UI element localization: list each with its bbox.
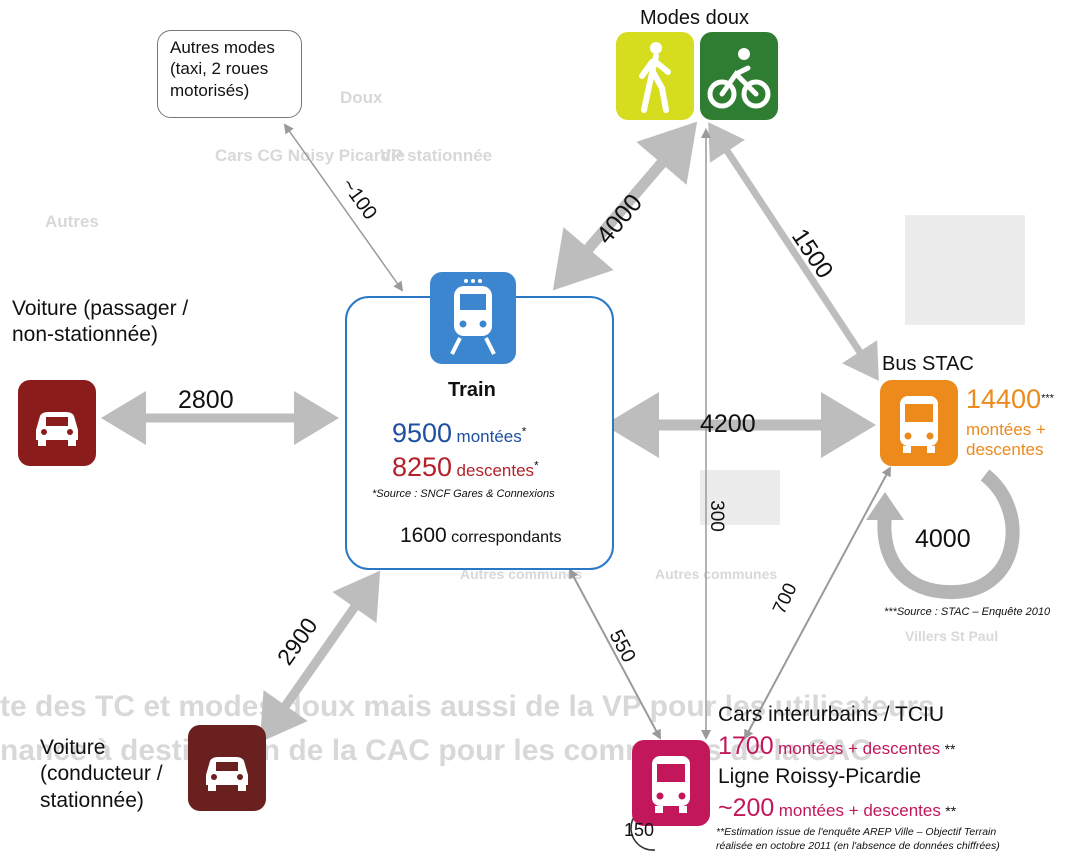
voiture-conducteur-label: Voiture (conducteur / stationnée) xyxy=(40,736,163,812)
train-montees: 9500 montées* xyxy=(392,418,527,448)
flow-label-bus-loop: 4000 xyxy=(915,525,971,553)
train-tile xyxy=(430,272,516,364)
cars-title: Cars interurbains / TCIU xyxy=(718,703,945,726)
pedestrian-tile xyxy=(616,32,694,120)
train-descentes: 8250 descentes* xyxy=(392,452,539,482)
background-text-5: Autres communes xyxy=(460,566,583,582)
roissy-picardie-title: Ligne Roissy-Picardie xyxy=(718,765,922,788)
bus-stac-source: ***Source : STAC – Enquête 2010 xyxy=(884,606,1051,618)
cars-loop-value: 150 xyxy=(624,820,655,840)
bus-stac-tile xyxy=(880,380,958,466)
arrow-bus-loop xyxy=(877,469,1020,600)
autres-modes-label: Autres modes (taxi, 2 roues motorisés) xyxy=(170,38,275,100)
cars-mark-2: ** xyxy=(945,803,957,819)
background-text-9: nance à destination de la CAC pour les c… xyxy=(0,734,872,767)
arrow-bus-loop-head xyxy=(866,492,904,520)
cars-mark-1: ** xyxy=(944,741,956,757)
cars-number-2: ~200 xyxy=(718,794,775,822)
flow-label-modes-doux-cars: 300 xyxy=(705,500,727,532)
train-montees-label: montées xyxy=(456,427,522,446)
bike-icon xyxy=(707,48,771,109)
autres-modes-box: Autres modes (taxi, 2 roues motorisés) xyxy=(157,30,302,118)
arrow-modes-doux-train xyxy=(552,121,698,291)
train-correspondants-value: 1600 xyxy=(400,524,447,547)
bus-stac-mark: *** xyxy=(1041,392,1054,405)
train-descentes-label: descentes xyxy=(456,461,535,480)
train-icon xyxy=(450,279,496,355)
bus-stac-title: Bus STAC xyxy=(882,353,974,375)
cars-source-line-1: **Estimation issue de l'enquête AREP Vil… xyxy=(716,826,997,838)
background-text-1: Doux xyxy=(340,88,383,107)
car-icon xyxy=(206,757,248,791)
bus-stac-label: montées + descentes xyxy=(966,420,1046,460)
arrow-voiture-conducteur-train xyxy=(259,570,381,743)
train-montees-value: 9500 xyxy=(392,418,453,448)
train-correspondants: 1600 correspondants xyxy=(400,524,561,548)
cars-value-1: 1700 montées + descentes ** xyxy=(718,732,956,761)
arrow-train-cars xyxy=(569,568,661,740)
background-text-3: VP stationnée xyxy=(380,146,493,165)
cars-source-line-2: réalisée en octobre 2011 (en l'absence d… xyxy=(716,840,1000,852)
car-icon xyxy=(36,412,78,446)
arrow-autres-train xyxy=(283,123,404,292)
cars-number-1: 1700 xyxy=(718,732,774,760)
bike-tile xyxy=(700,32,778,120)
bus-icon xyxy=(900,396,938,453)
train-descentes-value: 8250 xyxy=(392,452,453,482)
arrow-cars-bus xyxy=(744,466,891,740)
background-text-7: Villers St Paul xyxy=(905,628,999,644)
cars-label-2: montées + descentes xyxy=(778,801,941,820)
train-title: Train xyxy=(448,379,496,401)
train-source: *Source : SNCF Gares & Connexions xyxy=(372,488,555,500)
pedestrian-icon xyxy=(639,42,671,113)
modes-doux-title: Modes doux xyxy=(640,7,749,29)
cars-value-2: ~200 montées + descentes ** xyxy=(718,794,956,823)
voiture-passager-tile xyxy=(18,380,96,466)
voiture-passager-label: Voiture (passager / non-stationnée) xyxy=(12,297,189,347)
background-block xyxy=(905,215,1025,325)
cars-tile xyxy=(632,740,710,826)
background-text-4: Autres xyxy=(45,212,99,231)
bus-stac-number: 14400 xyxy=(966,384,1042,414)
voiture-conducteur-tile xyxy=(188,725,266,811)
coach-icon xyxy=(652,756,690,813)
cars-label-1: montées + descentes xyxy=(778,739,941,758)
flow-label-voiture-passager-train: 2800 xyxy=(178,386,234,414)
arrow-modes-doux-bus xyxy=(708,122,879,381)
train-correspondants-label: correspondants xyxy=(451,529,562,546)
flow-label-train-bus: 4200 xyxy=(700,410,756,438)
bus-stac-value: 14400*** xyxy=(966,384,1054,415)
